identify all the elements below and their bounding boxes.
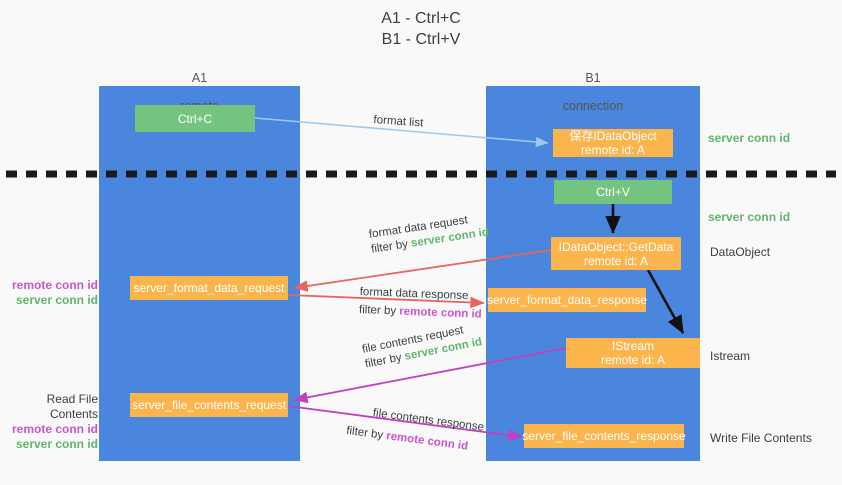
arrow-format-data-response <box>287 294 485 309</box>
arrow-format-list <box>254 117 549 148</box>
node-server-format-data-response[interactable]: server_format_data_response <box>487 288 647 312</box>
right-annotation-write-file-contents: Write File Contents <box>710 431 812 445</box>
left-annotation-format-data: remote conn id server conn id <box>10 278 98 308</box>
page-title: A1 - Ctrl+C B1 - Ctrl+V <box>381 10 461 48</box>
filter-remote-conn-id: remote conn id <box>399 305 482 321</box>
arrow-file-contents-request <box>293 347 567 404</box>
left-annotation-file-contents: Read File Contents remote conn id server… <box>6 392 98 452</box>
remote-conn-id-label: remote conn id <box>11 422 98 436</box>
lane-header-b1: B1 connection <box>486 57 700 113</box>
remote-conn-id-label: remote conn id <box>11 278 98 292</box>
right-annotation-dataobject: DataObject <box>710 245 771 259</box>
arrow-file-contents-response <box>287 405 523 441</box>
lane-b1-title: B1 <box>585 71 601 85</box>
node-istream[interactable]: IStream remote id: A <box>566 338 700 368</box>
server-conn-id-label: server conn id <box>15 437 98 451</box>
read-file-contents-label: Read File Contents <box>46 392 98 421</box>
node-server-file-contents-request[interactable]: server_file_contents_request <box>130 393 288 417</box>
lane-b1-subtitle: connection <box>562 99 624 113</box>
node-save-idataobject[interactable]: 保存IDataObject remote id: A <box>553 129 673 157</box>
node-ctrl-c[interactable]: Ctrl+C <box>135 105 255 132</box>
arrow-format-data-request <box>293 249 552 292</box>
filter-prefix: filter by <box>370 238 409 256</box>
arrow-getdata-to-istream <box>646 269 685 334</box>
right-annotation-istream: Istream <box>710 349 751 363</box>
edge-label-format-data-response: format data response filter by remote co… <box>359 285 483 323</box>
node-server-format-data-request[interactable]: server_format_data_request <box>130 276 288 300</box>
right-annotation-server-conn-id-bottom: server conn id <box>708 210 791 224</box>
right-annotation-server-conn-id-top: server conn id <box>708 131 791 145</box>
filter-prefix: filter by <box>345 424 384 442</box>
node-server-file-contents-response[interactable]: server_file_contents_response <box>522 424 686 448</box>
node-idataobject-getdata[interactable]: IDataObject::GetData remote id: A <box>551 237 681 270</box>
filter-prefix: filter by <box>358 303 397 318</box>
lane-a1-title: A1 <box>191 71 208 85</box>
node-ctrl-v[interactable]: Ctrl+V <box>554 180 672 204</box>
edge-label-format-list-text: format list <box>373 113 424 130</box>
server-conn-id-label: server conn id <box>15 293 98 307</box>
